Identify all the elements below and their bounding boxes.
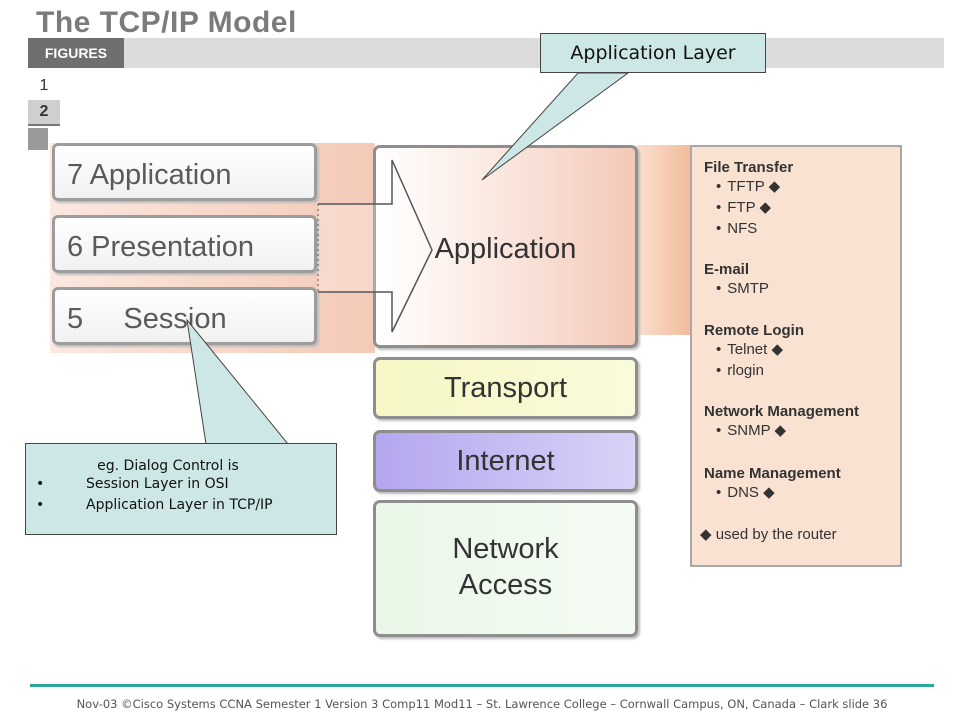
footer-rule xyxy=(30,684,934,687)
protocol-group-heading: Network Management xyxy=(704,403,860,420)
tcpip-layer-internet: Internet xyxy=(373,430,638,492)
osi-layer-session: 5 Session xyxy=(52,287,317,345)
osi-layer-presentation: 6 Presentation xyxy=(52,215,317,273)
protocol-list: File Transfer TFTP ◆ FTP ◆ NFS E-mail SM… xyxy=(690,145,902,567)
callout-title: eg. Dialog Control is xyxy=(97,458,239,474)
slide-title: The TCP/IP Model xyxy=(36,6,297,39)
osi-to-tcpip-arrow xyxy=(317,159,433,333)
protocol-item: NFS xyxy=(704,218,793,239)
protocol-group-network-management: Network Management SNMP ◆ xyxy=(704,403,859,441)
example-callout-pointer xyxy=(186,318,290,445)
figure-tab-2[interactable]: 2 xyxy=(28,100,60,126)
callout-item: Session Layer in OSI xyxy=(26,474,336,495)
dialog-control-callout: eg. Dialog Control is Session Layer in O… xyxy=(25,443,337,535)
protocol-group-heading: E-mail xyxy=(704,261,750,278)
osi-layer-application: 7 Application xyxy=(52,143,317,201)
protocol-item: TFTP ◆ xyxy=(704,176,793,197)
tcpip-layer-network-access: Network Access xyxy=(373,500,638,637)
protocol-group-remote-login: Remote Login Telnet ◆ rlogin xyxy=(704,322,804,381)
protocol-item: FTP ◆ xyxy=(704,197,793,218)
protocol-background-band xyxy=(636,145,696,335)
tcpip-layer-transport: Transport xyxy=(373,357,638,419)
router-note: ◆ used by the router xyxy=(700,526,837,543)
protocol-group-heading: Remote Login xyxy=(704,322,804,339)
protocol-group-heading: Name Management xyxy=(704,465,841,482)
protocol-item: rlogin xyxy=(704,360,804,381)
figure-tab-1[interactable]: 1 xyxy=(39,77,49,94)
tcpip-layer-application: Application xyxy=(373,145,638,348)
protocol-item: SMTP xyxy=(704,278,769,299)
protocol-group-email: E-mail SMTP xyxy=(704,261,769,299)
protocol-group-heading: File Transfer xyxy=(704,159,794,176)
footer-text: Nov-03 ©Cisco Systems CCNA Semester 1 Ve… xyxy=(76,697,888,711)
protocol-item: DNS ◆ xyxy=(704,482,841,503)
network-access-line-2: Access xyxy=(458,569,553,601)
network-access-line-1: Network xyxy=(452,533,559,565)
callout-item: Application Layer in TCP/IP xyxy=(26,495,336,516)
application-callout-pointer xyxy=(481,72,630,181)
protocol-group-name-management: Name Management DNS ◆ xyxy=(704,465,841,503)
figures-strip xyxy=(28,128,48,150)
protocol-item: Telnet ◆ xyxy=(704,339,804,360)
figures-label: FIGURES xyxy=(28,38,124,68)
figures-bar xyxy=(28,38,944,68)
protocol-group-file-transfer: File Transfer TFTP ◆ FTP ◆ NFS xyxy=(704,159,793,239)
protocol-item: SNMP ◆ xyxy=(704,420,859,441)
application-layer-callout: Application Layer xyxy=(540,33,766,73)
